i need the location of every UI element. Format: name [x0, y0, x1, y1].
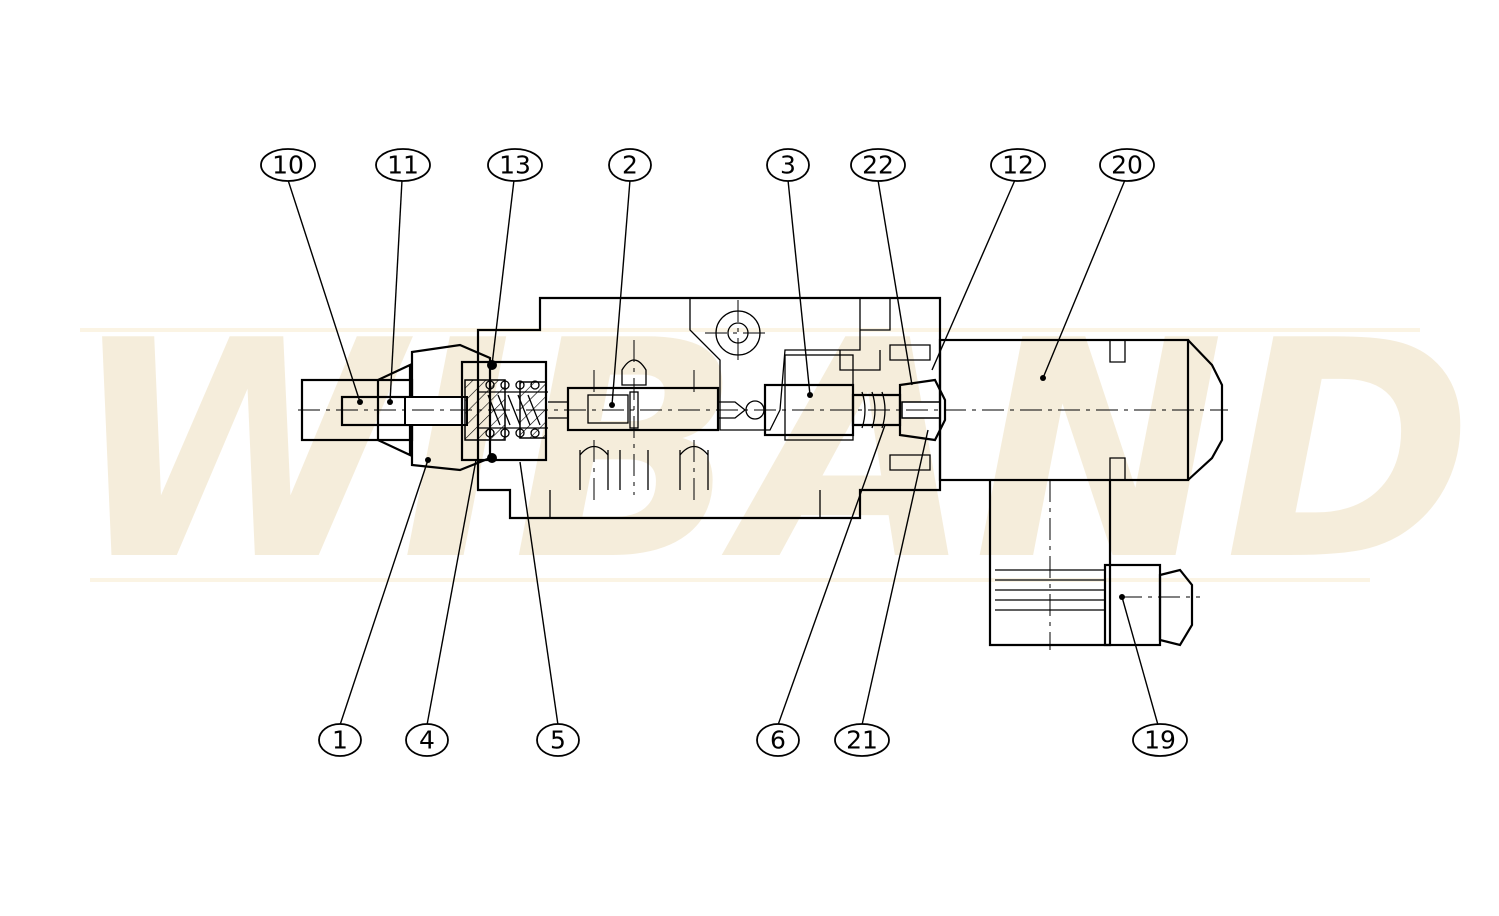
svg-text:4: 4	[419, 726, 435, 755]
svg-text:20: 20	[1111, 151, 1143, 180]
watermark-logo: WIBAND	[70, 277, 1473, 626]
callout-21: 21	[834, 723, 890, 757]
svg-text:6: 6	[770, 726, 786, 755]
svg-text:13: 13	[499, 151, 531, 180]
svg-text:12: 12	[1002, 151, 1034, 180]
svg-text:10: 10	[272, 151, 304, 180]
svg-text:22: 22	[862, 151, 894, 180]
svg-text:3: 3	[780, 151, 796, 180]
callout-22: 22	[850, 148, 906, 182]
callout-13: 13	[487, 148, 543, 182]
callout-10: 10	[260, 148, 316, 182]
callout-11: 11	[375, 148, 431, 182]
valve-body	[476, 296, 942, 520]
svg-text:5: 5	[550, 726, 566, 755]
callout-1: 1	[318, 723, 362, 757]
callout-2: 2	[608, 148, 652, 182]
svg-text:2: 2	[622, 151, 638, 180]
callout-19: 19	[1132, 723, 1188, 757]
svg-text:19: 19	[1144, 726, 1176, 755]
svg-text:1: 1	[332, 726, 348, 755]
leader-lines	[287, 179, 1159, 726]
callout-12: 12	[990, 148, 1046, 182]
callout-4: 4	[405, 723, 449, 757]
callout-20: 20	[1099, 148, 1155, 182]
svg-text:21: 21	[846, 726, 878, 755]
callout-3: 3	[766, 148, 810, 182]
callout-5: 5	[536, 723, 580, 757]
callout-6: 6	[756, 723, 800, 757]
svg-text:11: 11	[387, 151, 419, 180]
watermark-text: WIBAND	[70, 277, 1473, 626]
